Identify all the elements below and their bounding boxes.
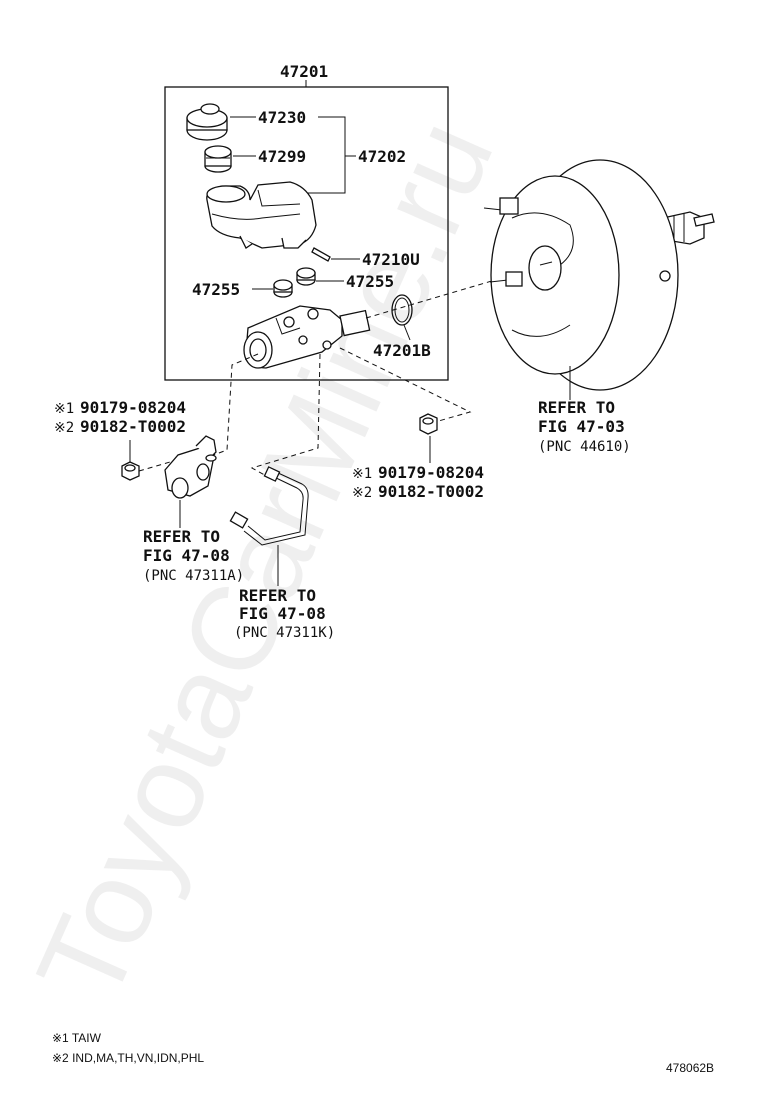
master-cylinder-drawing: [243, 305, 371, 369]
footnote-2: ※2 IND,MA,TH,VN,IDN,PHL: [52, 1051, 204, 1065]
tube-ref-line3: (PNC 47311K): [234, 625, 335, 641]
brake-booster-drawing: [483, 159, 715, 391]
dashed-right-port: [250, 353, 321, 479]
grommet-drawing: [204, 145, 232, 173]
dashed-left-port: [210, 353, 259, 457]
oring-leader: [403, 324, 411, 341]
seal-left-drawing: [273, 279, 293, 298]
diagram-id: 478062B: [666, 1061, 714, 1075]
nut-left-mark1: ※1: [54, 401, 74, 417]
booster-ref-line2: FIG 47-03: [538, 417, 625, 436]
part-number-47202[interactable]: 47202: [358, 147, 406, 166]
part-number-47201B[interactable]: 47201B: [373, 341, 431, 360]
nut-right-part2[interactable]: 90182-T0002: [378, 482, 484, 501]
nut-left-part1[interactable]: 90179-08204: [80, 398, 186, 417]
part-number-47201[interactable]: 47201: [280, 62, 328, 81]
nut-left-part2[interactable]: 90182-T0002: [80, 417, 186, 436]
part-number-47299[interactable]: 47299: [258, 147, 306, 166]
nut-left-drawing: [121, 461, 140, 481]
valve-ref-line1: REFER TO: [143, 527, 220, 546]
pin-drawing: [311, 247, 331, 262]
brake-tube-drawing: [229, 466, 309, 546]
assembly-frame: [164, 86, 449, 381]
part-number-47255-left[interactable]: 47255: [192, 280, 240, 299]
nut-right-mark2: ※2: [352, 485, 372, 501]
part-number-47210U[interactable]: 47210U: [362, 250, 420, 269]
footnote-1: ※1 TAIW: [52, 1031, 102, 1045]
nut-right-part1[interactable]: 90179-08204: [378, 463, 484, 482]
nut-left-mark2: ※2: [54, 420, 74, 436]
valve-ref-line3: (PNC 47311A): [143, 568, 244, 584]
seal-right-drawing: [296, 267, 316, 286]
tube-ref-line1: REFER TO: [239, 586, 316, 605]
reservoir-cap-drawing: [186, 103, 228, 141]
dashed-mount-line: [339, 347, 472, 425]
valve-drawing: [164, 435, 217, 499]
part-number-47255-right[interactable]: 47255: [346, 272, 394, 291]
valve-ref-line2: FIG 47-08: [143, 546, 230, 565]
nut-right-drawing: [419, 413, 438, 435]
booster-ref-line3: (PNC 44610): [538, 439, 631, 455]
nut-right-mark1: ※1: [352, 466, 372, 482]
tube-ref-line2: FIG 47-08: [239, 604, 326, 623]
reservoir-drawing: [206, 181, 317, 249]
reservoir-bracket: [300, 116, 356, 194]
part-number-47230[interactable]: 47230: [258, 108, 306, 127]
booster-ref-line1: REFER TO: [538, 398, 615, 417]
